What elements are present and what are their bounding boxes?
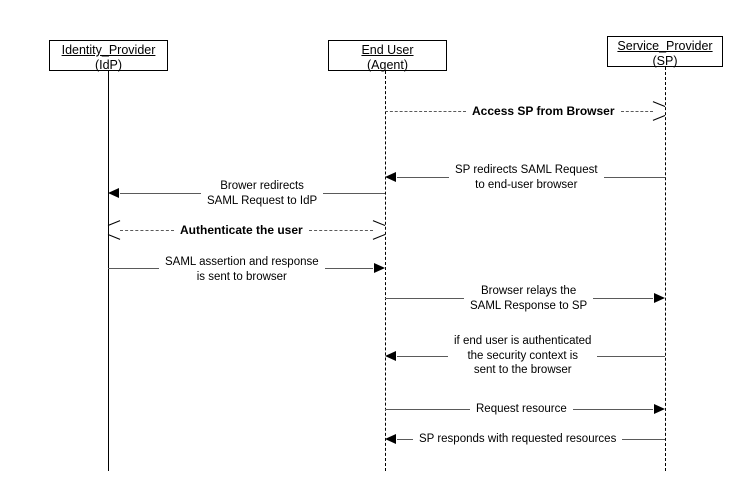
message-line-4 [308, 230, 373, 231]
message-line-8 [572, 409, 653, 410]
message-line-1 [620, 111, 653, 112]
message-line-6 [593, 298, 653, 299]
message-line-6 [385, 298, 464, 299]
participant-name-idp: Identity_Provider [61, 43, 156, 57]
message-line-4 [120, 230, 174, 231]
message-label-line: SP redirects SAML Request [455, 164, 598, 176]
lifeline-sp [665, 67, 666, 471]
message-label-2: SP redirects SAML Request to end-user bro… [455, 163, 598, 192]
participant-box-enduser[interactable]: End User(Agent) [328, 40, 447, 72]
participant-box-idp[interactable]: Identity_Provider(IdP) [49, 40, 168, 72]
message-label-line: the security context is [467, 349, 579, 362]
message-label-line: SAML Response to SP [470, 299, 588, 312]
message-label-line: Browser relays the [480, 285, 577, 297]
message-label-line: Request resource [476, 403, 567, 415]
message-line-9 [622, 439, 665, 440]
message-label-line: to end-user browser [475, 178, 578, 191]
message-label-line: SP responds with requested resources [419, 433, 617, 445]
arrowhead-left-4 [108, 224, 120, 236]
arrowhead-right-1 [652, 105, 664, 117]
arrowhead-left-9 [385, 434, 396, 444]
message-label-line: Authenticate the user [180, 223, 303, 237]
arrowhead-left-3 [108, 188, 119, 198]
message-line-3 [323, 193, 385, 194]
arrowhead-left-7 [385, 351, 396, 361]
lifeline-enduser [385, 71, 386, 471]
message-label-9: SP responds with requested resources [419, 432, 617, 447]
message-line-7 [597, 356, 665, 357]
message-label-8: Request resource [476, 402, 567, 417]
message-label-4: Authenticate the user [180, 223, 303, 238]
message-line-5 [108, 268, 159, 269]
message-label-line: Brower redirects [220, 180, 304, 192]
participant-abbr-idp: (IdP) [94, 58, 123, 72]
arrowhead-right-8 [654, 404, 665, 414]
message-label-1: Access SP from Browser [472, 104, 615, 119]
arrowhead-left-2 [385, 172, 396, 182]
message-line-8 [385, 409, 470, 410]
message-line-1 [385, 111, 466, 112]
arrowhead-right-5 [374, 263, 385, 273]
message-line-2 [603, 177, 665, 178]
participant-name-sp: Service_Provider [617, 39, 713, 53]
arrowhead-right-4 [372, 224, 384, 236]
message-label-line: if end user is authenticated [454, 335, 592, 347]
message-line-9 [397, 439, 413, 440]
arrowhead-right-6 [654, 293, 665, 303]
message-label-line: SAML Request to IdP [207, 194, 318, 207]
participant-abbr-sp: (SP) [652, 54, 678, 68]
message-line-7 [397, 356, 448, 357]
message-label-line: Access SP from Browser [472, 104, 615, 118]
message-line-3 [120, 193, 201, 194]
message-label-line: is sent to browser [196, 270, 287, 283]
participant-name-enduser: End User [361, 43, 414, 57]
participant-abbr-enduser: (Agent) [367, 58, 408, 72]
message-label-7: if end user is authenticated the security… [454, 334, 592, 378]
lifeline-idp [108, 71, 109, 471]
message-label-5: SAML assertion and response is sent to br… [165, 255, 319, 284]
message-line-2 [397, 177, 449, 178]
message-label-line: sent to the browser [473, 364, 572, 376]
message-label-line: SAML assertion and response [165, 256, 319, 268]
message-line-5 [324, 268, 373, 269]
participant-box-sp[interactable]: Service_Provider(SP) [607, 36, 723, 68]
